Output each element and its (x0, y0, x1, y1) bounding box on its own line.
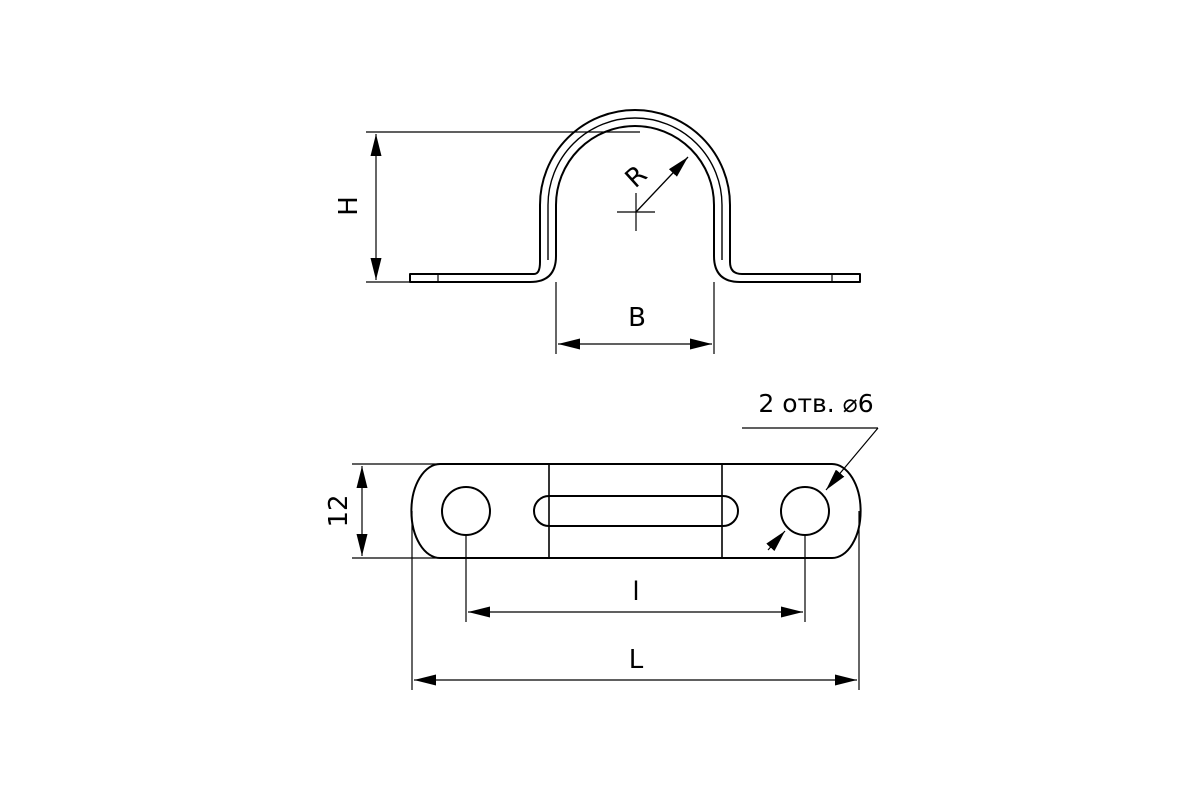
hole-note-label: 2 отв. ⌀6 (758, 389, 873, 418)
hole-spacing-dimension (465, 535, 806, 622)
total-length-dimension (411, 511, 860, 690)
strip-width-label: 12 (324, 494, 354, 527)
hole-note-leader (742, 427, 879, 552)
stiffening-slot (533, 495, 739, 527)
mounting-hole-left (441, 486, 491, 536)
bracket-inner-line (547, 117, 723, 260)
hole-spacing-label: l (632, 577, 639, 607)
height-dimension (366, 131, 640, 283)
base-width-dimension (555, 282, 715, 354)
radius-label: R (620, 160, 654, 194)
strip-width-dimension (352, 463, 440, 559)
mounting-hole-right (780, 486, 830, 536)
base-width-label: B (628, 303, 646, 333)
top-view (410, 463, 862, 559)
height-label: H (334, 196, 364, 216)
strip-outline (410, 463, 862, 559)
side-view (409, 109, 861, 283)
bracket-outer-contour (409, 109, 861, 283)
total-length-label: L (629, 645, 644, 675)
radius-leader (635, 156, 689, 213)
